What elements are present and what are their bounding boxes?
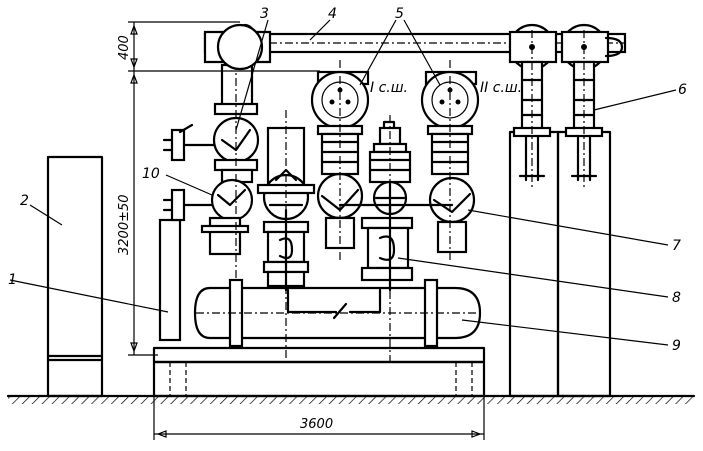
label-6: 6 [678, 82, 687, 98]
label-1: 1 [8, 272, 17, 288]
label-9: 9 [672, 338, 681, 354]
bushings [512, 30, 604, 190]
control-cabinet [46, 155, 104, 398]
label-4: 4 [328, 6, 337, 22]
bus-label-2: II с.ш. [480, 80, 522, 96]
dim-top: 400 [117, 35, 132, 60]
label-7: 7 [672, 238, 681, 254]
label-3: 3 [260, 6, 269, 22]
top-busbar [203, 23, 627, 71]
gas-tank [193, 278, 482, 348]
bus-column-2 [420, 60, 480, 260]
dim-width: 3600 [300, 417, 333, 432]
drive-box [158, 218, 182, 342]
leader-lines [9, 19, 677, 346]
internal-conductor [284, 203, 454, 292]
bus-column-1 [310, 60, 370, 260]
label-10: 10 [142, 166, 160, 182]
dim-height: 3200±50 [117, 194, 132, 255]
bus-label-1: I с.ш. [370, 80, 408, 96]
left-column [200, 30, 260, 280]
label-2: 2 [20, 193, 29, 209]
earthing-switches [162, 123, 216, 222]
dimension-lines [128, 21, 485, 440]
label-5: 5 [395, 6, 404, 22]
label-8: 8 [672, 290, 681, 306]
ground [6, 394, 696, 404]
foundation [152, 346, 486, 398]
